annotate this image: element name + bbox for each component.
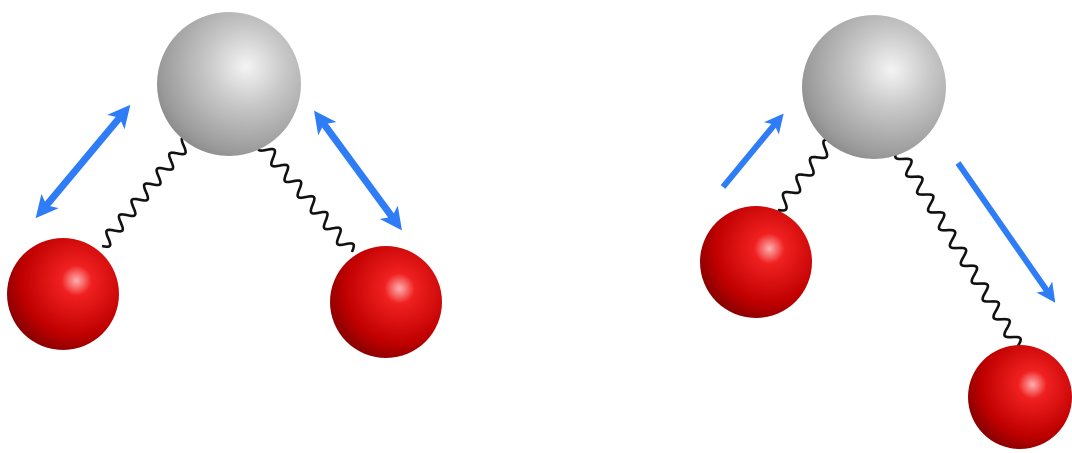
outer-atom-bottom-right [968, 345, 1072, 449]
central-atom [157, 12, 301, 156]
bond-spring-long [893, 149, 1023, 347]
double-arrow-left [35, 104, 131, 219]
single-arrow-up [720, 113, 784, 189]
asymmetric-stretch-diagram [700, 15, 1072, 449]
bond-spring-left [101, 135, 191, 249]
bond-spring-short [777, 138, 833, 212]
bond-spring-right [256, 141, 356, 253]
symmetric-stretch-diagram [7, 12, 442, 358]
double-arrow-right [314, 110, 402, 231]
outer-atom-left [7, 238, 119, 350]
outer-atom-right [330, 246, 442, 358]
single-arrow-down [955, 161, 1056, 303]
outer-atom-left [700, 206, 812, 318]
central-atom [802, 15, 946, 159]
